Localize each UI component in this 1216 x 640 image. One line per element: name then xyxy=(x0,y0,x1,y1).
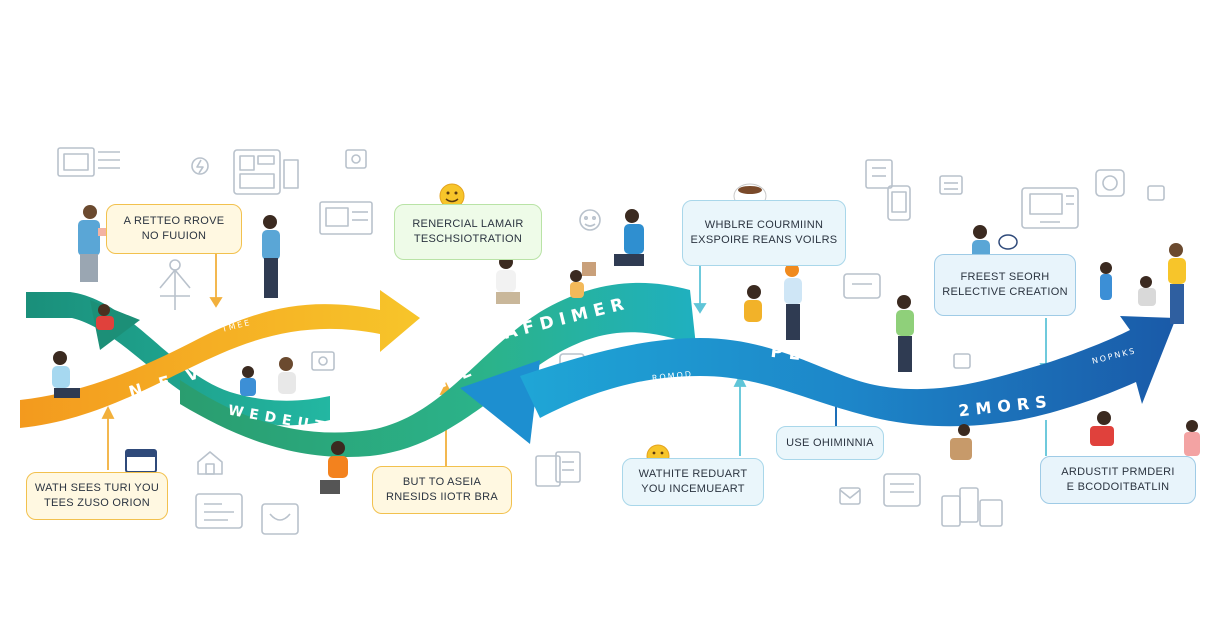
gallery-icon xyxy=(233,149,299,195)
image-icon xyxy=(311,351,335,371)
ribbon-green xyxy=(180,282,696,457)
gallery-icon xyxy=(941,487,1003,527)
document-icon xyxy=(865,159,893,189)
callout-wathite: WATHITE REDUART YOU INCEMUEART xyxy=(622,458,764,506)
person-figure xyxy=(96,304,114,330)
lightning-icon xyxy=(191,157,209,175)
callout-freest: FREEST SEORH RELECTIVE CREATION xyxy=(934,254,1076,316)
emoji-icon xyxy=(579,209,601,231)
person-figure xyxy=(1168,243,1186,324)
home-icon xyxy=(197,451,223,475)
person-figure xyxy=(278,357,296,394)
callout-whblre: WHBLRE COURMIINN EXSPOIRE REANS VOILRS xyxy=(682,200,846,266)
laptop-icon xyxy=(57,147,120,177)
person-figure xyxy=(570,262,596,298)
small-tag-2: ROMOD xyxy=(652,370,694,383)
callout-retteo: A RETTEO RROVE NO FUUION xyxy=(106,204,242,254)
person-figure xyxy=(1138,276,1156,306)
image-icon xyxy=(953,353,971,369)
document-icon xyxy=(195,493,243,529)
callout-wath: WATH SEES TURI YOU TEES ZUSO ORION xyxy=(26,472,168,520)
ribbon-arrowhead-left xyxy=(460,360,540,444)
photo-frame-icon xyxy=(261,503,299,535)
person-figure xyxy=(1100,262,1112,300)
person-figure xyxy=(614,209,644,266)
callout-use: USE OHIMINNIA xyxy=(776,426,884,460)
person-figure xyxy=(262,215,280,298)
mail-icon xyxy=(839,487,861,505)
callout-but: BUT TO ASEIA RNESIDS IIOTR BRA xyxy=(372,466,512,514)
person-figure xyxy=(1090,411,1114,446)
tools-icon xyxy=(159,259,191,310)
chat-icon xyxy=(1147,185,1165,201)
ribbon-orange xyxy=(20,290,420,428)
photo-frame-icon xyxy=(345,149,367,169)
phone-icon xyxy=(887,185,911,221)
person-figure xyxy=(240,366,256,396)
person-figure xyxy=(896,295,914,372)
calendar-icon xyxy=(843,273,881,299)
image-icon xyxy=(319,201,373,235)
calendar-icon xyxy=(939,175,963,195)
person-figure xyxy=(950,424,972,460)
callout-renercial: RENERCIAL LAMAIR TESCHSIOTRATION xyxy=(394,204,542,260)
chat-icon xyxy=(998,234,1018,250)
document-icon xyxy=(535,451,581,487)
callout-ardustit: ARDUSTIT PRMDERI E BCODOITBATLIN xyxy=(1040,456,1196,504)
monitor-icon xyxy=(883,473,921,507)
person-figure xyxy=(320,441,348,494)
monitor-icon xyxy=(1021,187,1079,229)
person-figure xyxy=(496,255,520,304)
person-figure xyxy=(52,351,80,398)
person-figure xyxy=(744,285,762,322)
camera-icon xyxy=(1095,169,1125,197)
person-figure xyxy=(784,263,802,340)
calendar-icon xyxy=(125,449,157,473)
person-figure xyxy=(1184,420,1200,456)
ribbon-blue xyxy=(520,316,1176,427)
